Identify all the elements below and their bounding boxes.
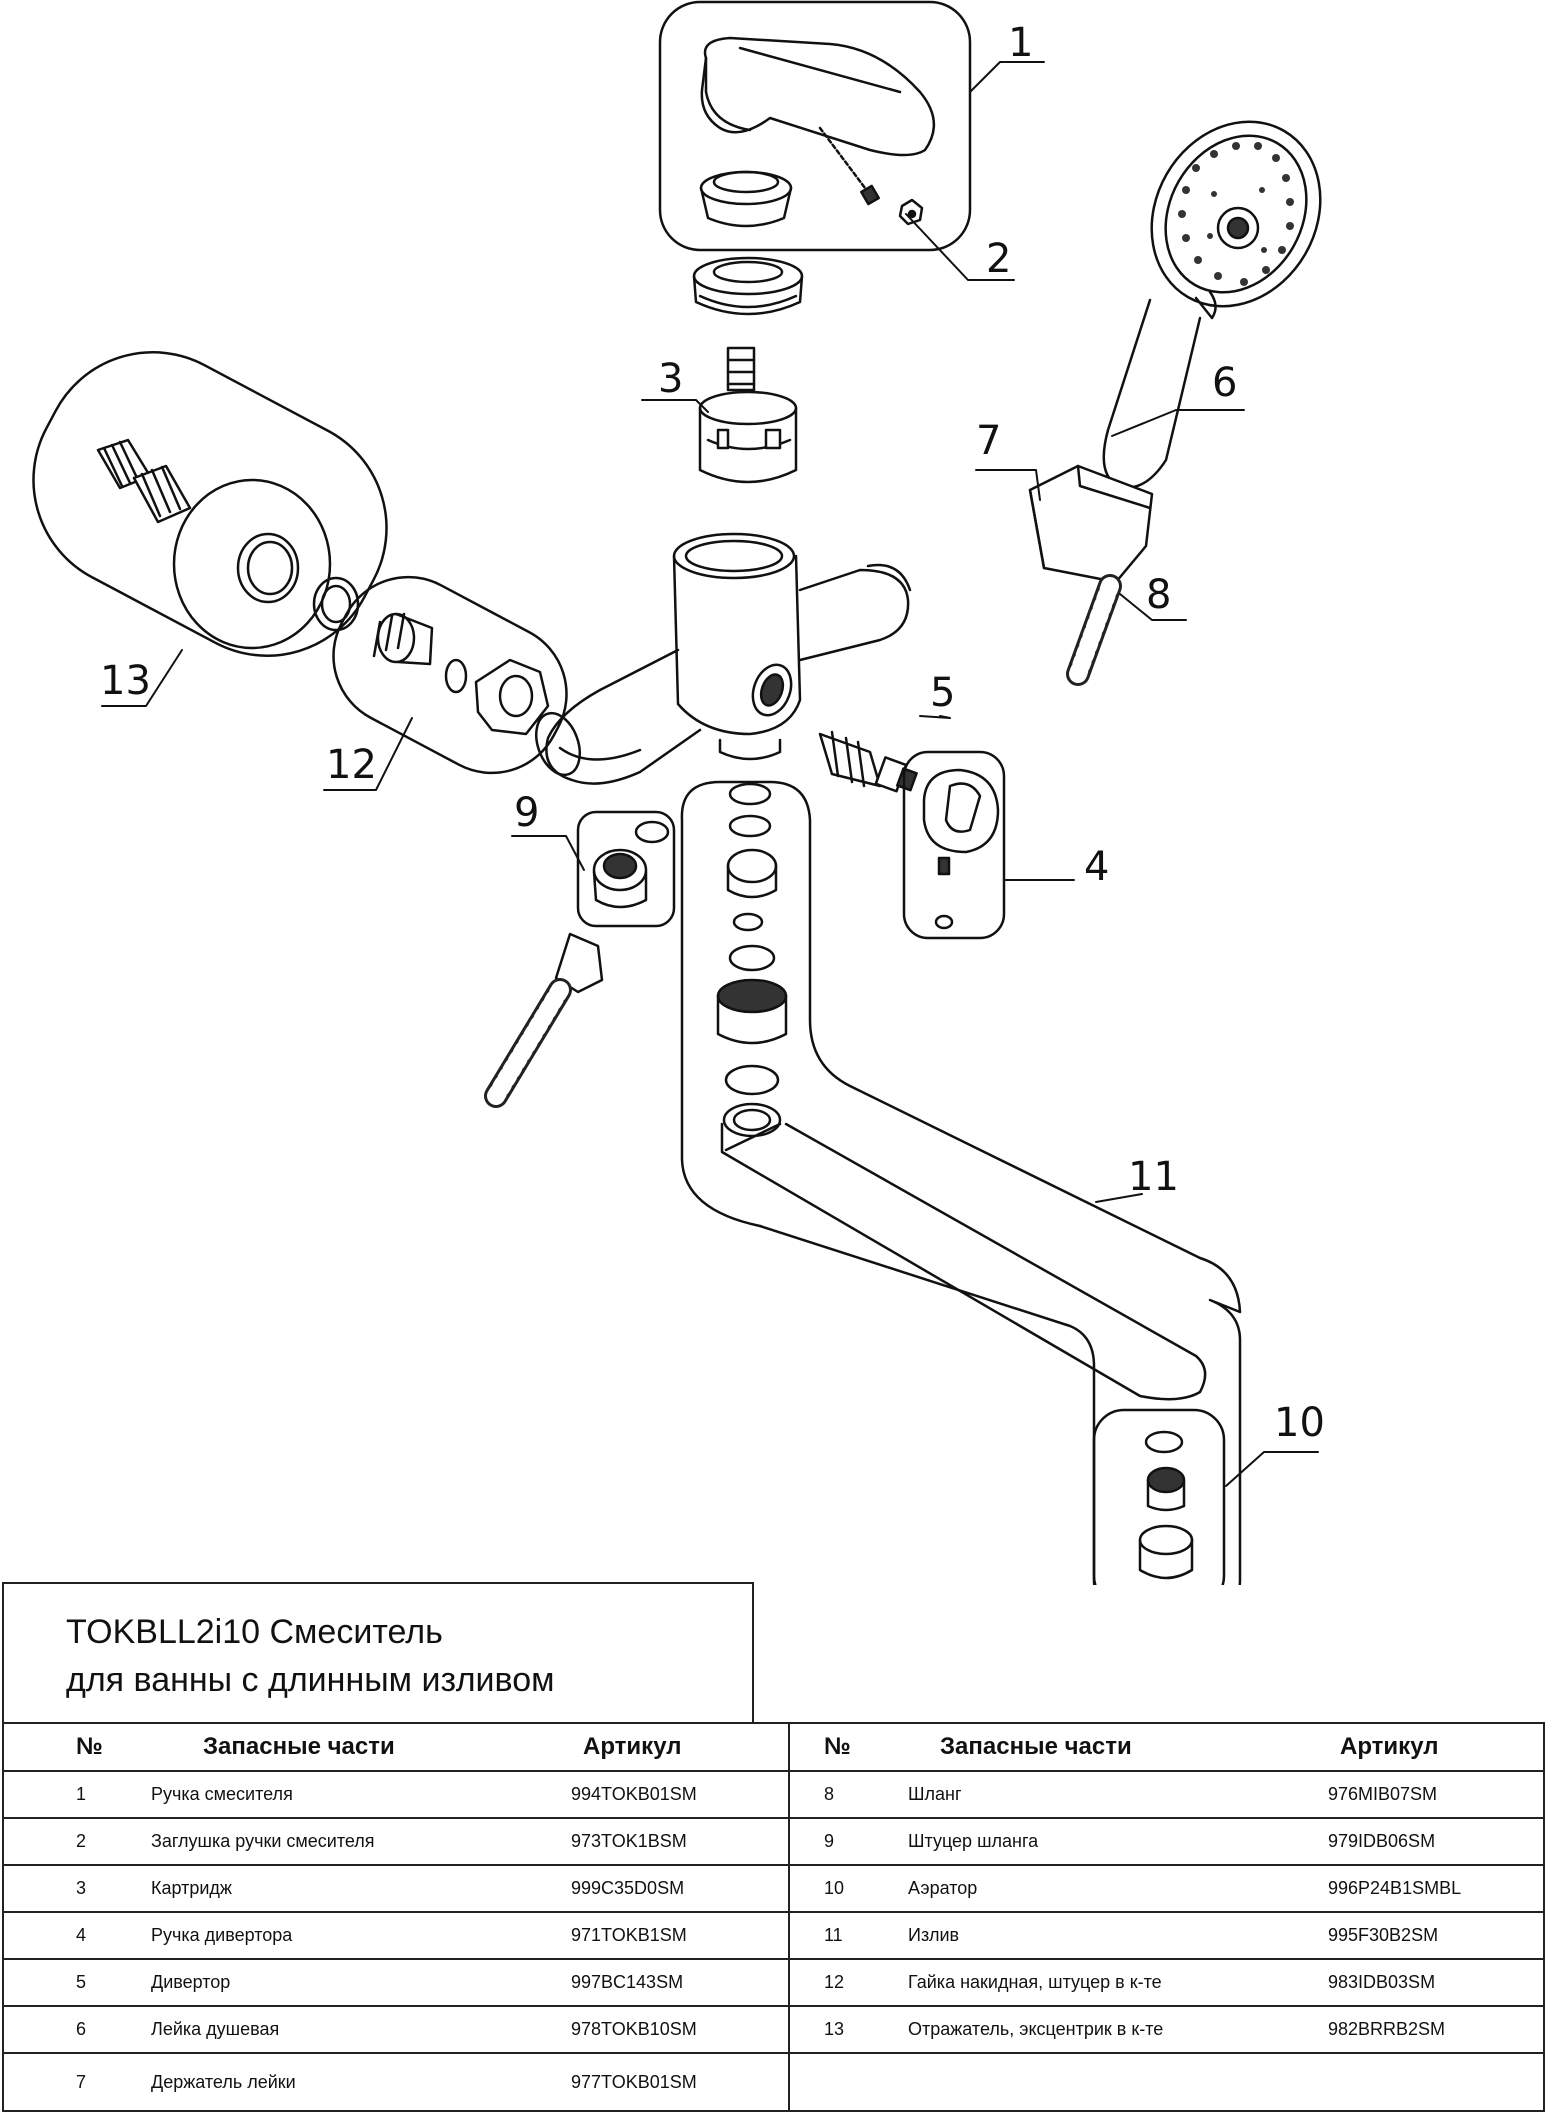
row-no: 7 [3, 2052, 151, 2112]
row-no: 8 [788, 1770, 908, 1819]
shower-holder [1028, 464, 1154, 584]
row-article: 978TOKB10SM [571, 2005, 789, 2054]
row-no: 12 [788, 1958, 908, 2007]
cartridge [698, 346, 798, 484]
row-article: 983IDB03SM [1328, 1958, 1544, 2007]
callout-4: 4 [1084, 844, 1109, 890]
group-spout [680, 780, 1242, 1585]
callout-3: 3 [658, 356, 683, 402]
callout-7: 7 [976, 418, 1001, 464]
table-row [788, 2052, 1544, 2112]
callout-6: 6 [1212, 360, 1237, 406]
callout-10: 10 [1274, 1400, 1325, 1446]
table-header-row: № Запасные части Артикул [788, 1722, 1544, 1772]
row-no: 13 [788, 2005, 908, 2054]
group-hose-fitting [576, 810, 676, 928]
callout-2: 2 [986, 236, 1011, 282]
callout-8: 8 [1146, 572, 1171, 618]
row-no: 9 [788, 1817, 908, 1866]
exploded-view-diagram: 1 2 3 4 5 6 7 8 9 10 11 12 13 [32, 0, 1325, 1585]
title-line-2: для ванны с длинным изливом [66, 1661, 555, 1699]
row-part: Гайка накидная, штуцер в к-те [908, 1958, 1328, 2007]
row-part: Лейка душевая [151, 2005, 571, 2054]
group-eccentric-reflector [32, 351, 388, 657]
group-nut-fitting [332, 575, 568, 775]
header-article: Артикул [571, 1722, 789, 1772]
row-article: 994TOKB01SM [571, 1770, 789, 1819]
callout-1: 1 [1008, 20, 1033, 66]
row-part: Отражатель, эксцентрик в к-те [908, 2005, 1328, 2054]
row-article: 995F30B2SM [1328, 1911, 1544, 1960]
row-part: Ручка смесителя [151, 1770, 571, 1819]
row-no: 5 [3, 1958, 151, 2007]
header-part: Запасные части [151, 1722, 571, 1772]
row-part [908, 2052, 1328, 2112]
row-part: Аэратор [908, 1864, 1328, 1913]
row-part: Ручка дивертора [151, 1911, 571, 1960]
row-article: 971TOKB1SM [571, 1911, 789, 1960]
callout-13: 13 [100, 658, 151, 704]
row-no: 11 [788, 1911, 908, 1960]
row-article: 973TOK1BSM [571, 1817, 789, 1866]
table-header-row: № Запасные части Артикул [3, 1722, 789, 1772]
hose [484, 932, 604, 1108]
row-article: 999C35D0SM [571, 1864, 789, 1913]
row-part: Держатель лейки [151, 2052, 571, 2112]
header-article: Артикул [1328, 1722, 1544, 1772]
row-part: Дивертор [151, 1958, 571, 2007]
row-no: 1 [3, 1770, 151, 1819]
row-part: Шланг [908, 1770, 1328, 1819]
row-article: 996P24B1SMBL [1328, 1864, 1544, 1913]
callout-11: 11 [1128, 1154, 1179, 1200]
row-no: 2 [3, 1817, 151, 1866]
row-part: Излив [908, 1911, 1328, 1960]
title-line-1: TOKBLL2i10 Смеситель [66, 1613, 443, 1651]
header-no: № [3, 1722, 151, 1772]
nut [692, 256, 804, 316]
group-handle [658, 0, 972, 252]
leader-lines [101, 61, 1319, 1487]
mixer-body [535, 532, 912, 785]
callout-5: 5 [930, 670, 955, 716]
diverter [818, 730, 918, 793]
row-article [1328, 2052, 1544, 2112]
row-part: Заглушка ручки смесителя [151, 1817, 571, 1866]
header-part: Запасные части [908, 1722, 1328, 1772]
hose-top [1066, 574, 1122, 686]
row-part: Штуцер шланга [908, 1817, 1328, 1866]
title-box: TOKBLL2i10 Смеситель для ванны с длинным… [2, 1582, 754, 1722]
callout-9: 9 [514, 790, 539, 836]
row-no [788, 2052, 908, 2112]
row-article: 979IDB06SM [1328, 1817, 1544, 1866]
row-no: 6 [3, 2005, 151, 2054]
row-article: 976MIB07SM [1328, 1770, 1544, 1819]
group-aerator [1092, 1408, 1226, 1585]
row-article: 982BRRB2SM [1328, 2005, 1544, 2054]
row-article: 977TOKB01SM [571, 2052, 789, 2112]
row-no: 3 [3, 1864, 151, 1913]
row-part: Картридж [151, 1864, 571, 1913]
hand-shower [1102, 120, 1322, 489]
row-no: 4 [3, 1911, 151, 1960]
row-no: 10 [788, 1864, 908, 1913]
header-no: № [788, 1722, 908, 1772]
callout-12: 12 [326, 742, 377, 788]
group-diverter-knob [902, 750, 1006, 940]
row-article: 997BC143SM [571, 1958, 789, 2007]
